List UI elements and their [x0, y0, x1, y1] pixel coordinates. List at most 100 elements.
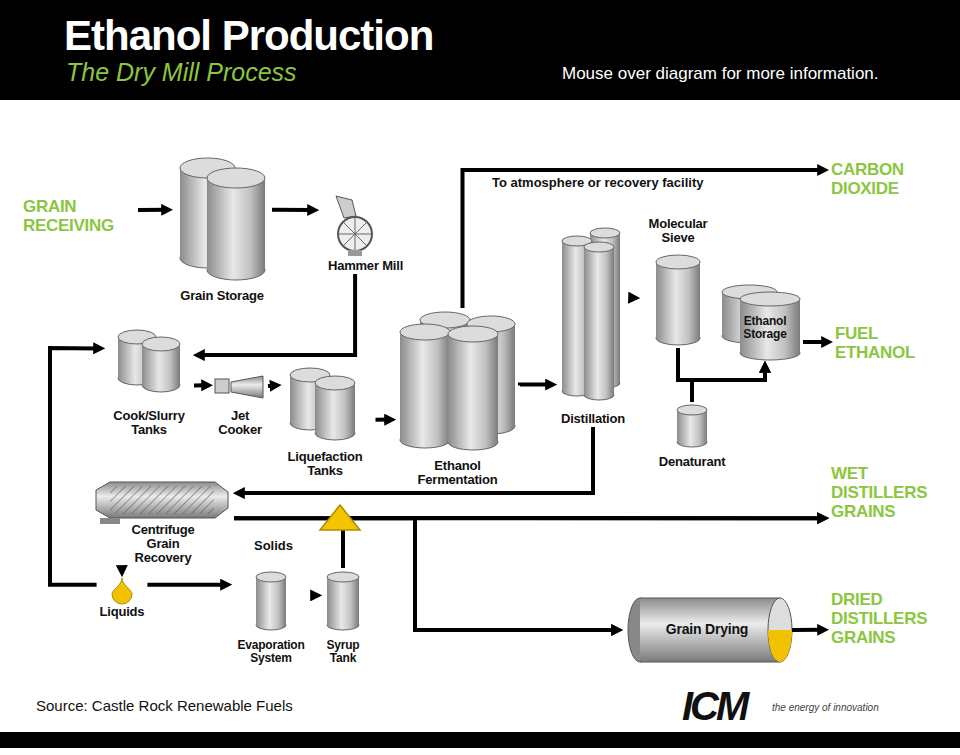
- product-label: WET DISTILLERS GRAINS: [831, 464, 949, 521]
- molecular-sieve-icon: [656, 255, 700, 269]
- label-group: WET DISTILLERS GRAINS: [831, 464, 949, 521]
- hammer-mill-icon: [348, 250, 362, 256]
- label-group: FUEL ETHANOL: [835, 324, 935, 362]
- label-group: Grain Drying: [666, 622, 748, 637]
- flow-arrow: [50, 348, 98, 585]
- equipment-label: Cook/Slurry Tanks: [107, 409, 191, 437]
- jet-cooker-icon: [231, 376, 263, 398]
- label-group: Ethanol Storage: [730, 315, 800, 341]
- equipment-unit: Centrifuge Grain Recovery: [92, 476, 234, 566]
- equipment-unit: Hammer Mill: [318, 192, 413, 274]
- flow-arrow: [678, 348, 765, 380]
- denaturant-tank-icon: [677, 405, 707, 447]
- equipment-unit: Distillation: [556, 225, 630, 427]
- jet-cooker-icon: [215, 376, 263, 398]
- distillation-column-icon: [590, 228, 620, 238]
- fermenter-icon: [400, 312, 515, 450]
- equipment-label: Grain Drying: [666, 622, 748, 637]
- hint-text: Mouse over diagram for more information.: [562, 64, 879, 84]
- mixer-symbol: [320, 505, 360, 530]
- label-group: Denaturant: [659, 455, 726, 469]
- distillation-column-icon: [584, 242, 614, 252]
- flow-arrow: [792, 628, 822, 632]
- product-terminal: FUEL ETHANOL: [832, 322, 938, 372]
- label-group: GRAIN RECEIVING: [23, 197, 135, 235]
- hammer-mill-icon: [338, 217, 372, 251]
- syrup-tank-icon: [327, 572, 359, 582]
- hammer-mill-icon: [336, 196, 372, 256]
- fermenter-icon: [400, 324, 450, 448]
- molecular-sieve-icon: [656, 262, 700, 338]
- product-label: FUEL ETHANOL: [835, 324, 935, 362]
- equipment-label: Hammer Mill: [328, 259, 403, 273]
- label-group: Distillation: [561, 412, 625, 426]
- flow-arrow: [268, 384, 275, 388]
- syrup-tank-icon: [327, 572, 359, 630]
- grain-storage-icon: [207, 178, 265, 270]
- centrifuge-icon: [110, 486, 214, 514]
- dryer-drum-icon: [640, 598, 780, 662]
- page-title: Ethanol Production: [64, 12, 433, 60]
- flow-arrow: [376, 418, 390, 422]
- label-group: Ethanol Fermentation: [408, 459, 508, 487]
- flow-arrow: [240, 427, 593, 493]
- label-group: Liquids: [100, 605, 145, 619]
- centrifuge-icon: [100, 518, 120, 524]
- fermenter-icon: [448, 326, 498, 342]
- equipment-label: Molecular Sieve: [642, 217, 714, 245]
- grain-storage-icon: [180, 158, 265, 280]
- equipment-label: Ethanol Fermentation: [408, 459, 508, 487]
- centrifuge-icon: [96, 482, 228, 524]
- liquefaction-tank-icon: [315, 376, 355, 390]
- equipment-unit: Liquefaction Tanks: [275, 365, 376, 479]
- equipment-unit: Grain Storage: [172, 152, 272, 304]
- storage-tank-icon: [740, 292, 800, 306]
- flow-arrow: [311, 593, 315, 597]
- flow-arrow: [520, 383, 550, 388]
- logo-mark: ICM: [682, 684, 746, 729]
- equipment-unit: Liquids: [97, 576, 148, 620]
- liquid-drop-icon: [112, 578, 132, 604]
- hammer-mill-icon: [338, 217, 372, 251]
- evaporator-icon: [256, 572, 286, 630]
- liquefaction-tank-icon: [290, 368, 355, 440]
- storage-tank-icon: [722, 285, 800, 360]
- label-group: Grain Storage: [180, 289, 263, 303]
- equipment-unit: Molecular Sieve: [639, 216, 717, 348]
- equipment-label: Syrup Tank: [318, 639, 368, 665]
- cook-tank-icon: [118, 330, 180, 392]
- flow-arrow: [463, 170, 823, 308]
- label-group: Syrup Tank: [318, 639, 368, 665]
- flow-arrow: [200, 274, 355, 355]
- product-label: DRIED DISTILLERS GRAINS: [831, 590, 949, 647]
- dryer-drum-icon: [768, 598, 792, 662]
- label-group: Molecular Sieve: [642, 217, 714, 245]
- distillation-column-icon: [562, 228, 620, 400]
- label-group: Hammer Mill: [328, 259, 403, 273]
- denaturant-tank-icon: [677, 405, 707, 415]
- syrup-tank-icon: [327, 572, 359, 630]
- jet-cooker-icon: [215, 379, 229, 393]
- distillation-column-icon: [584, 247, 614, 395]
- flow-arrow: [194, 383, 206, 387]
- molecular-sieve-icon: [656, 255, 700, 345]
- equipment-unit: Denaturant: [652, 402, 732, 470]
- liquid-drop-icon: [112, 578, 132, 604]
- molecular-sieve-icon: [656, 255, 700, 345]
- product-label: CARBON DIOXIDE: [831, 160, 941, 198]
- label-group: CARBON DIOXIDE: [831, 160, 941, 198]
- flow-arrow: [138, 208, 166, 212]
- label-group: Liquefaction Tanks: [278, 450, 373, 478]
- equipment-label: Ethanol Storage: [730, 315, 800, 341]
- evaporator-icon: [256, 572, 286, 582]
- product-terminal: WET DISTILLERS GRAINS: [828, 462, 952, 538]
- equipment-unit: Ethanol Storage: [727, 282, 803, 362]
- dryer-drum-icon: [628, 598, 792, 662]
- evaporator-icon: [256, 577, 286, 625]
- product-terminal: DRIED DISTILLERS GRAINS: [828, 588, 952, 664]
- hammer-mill-icon: [336, 196, 356, 218]
